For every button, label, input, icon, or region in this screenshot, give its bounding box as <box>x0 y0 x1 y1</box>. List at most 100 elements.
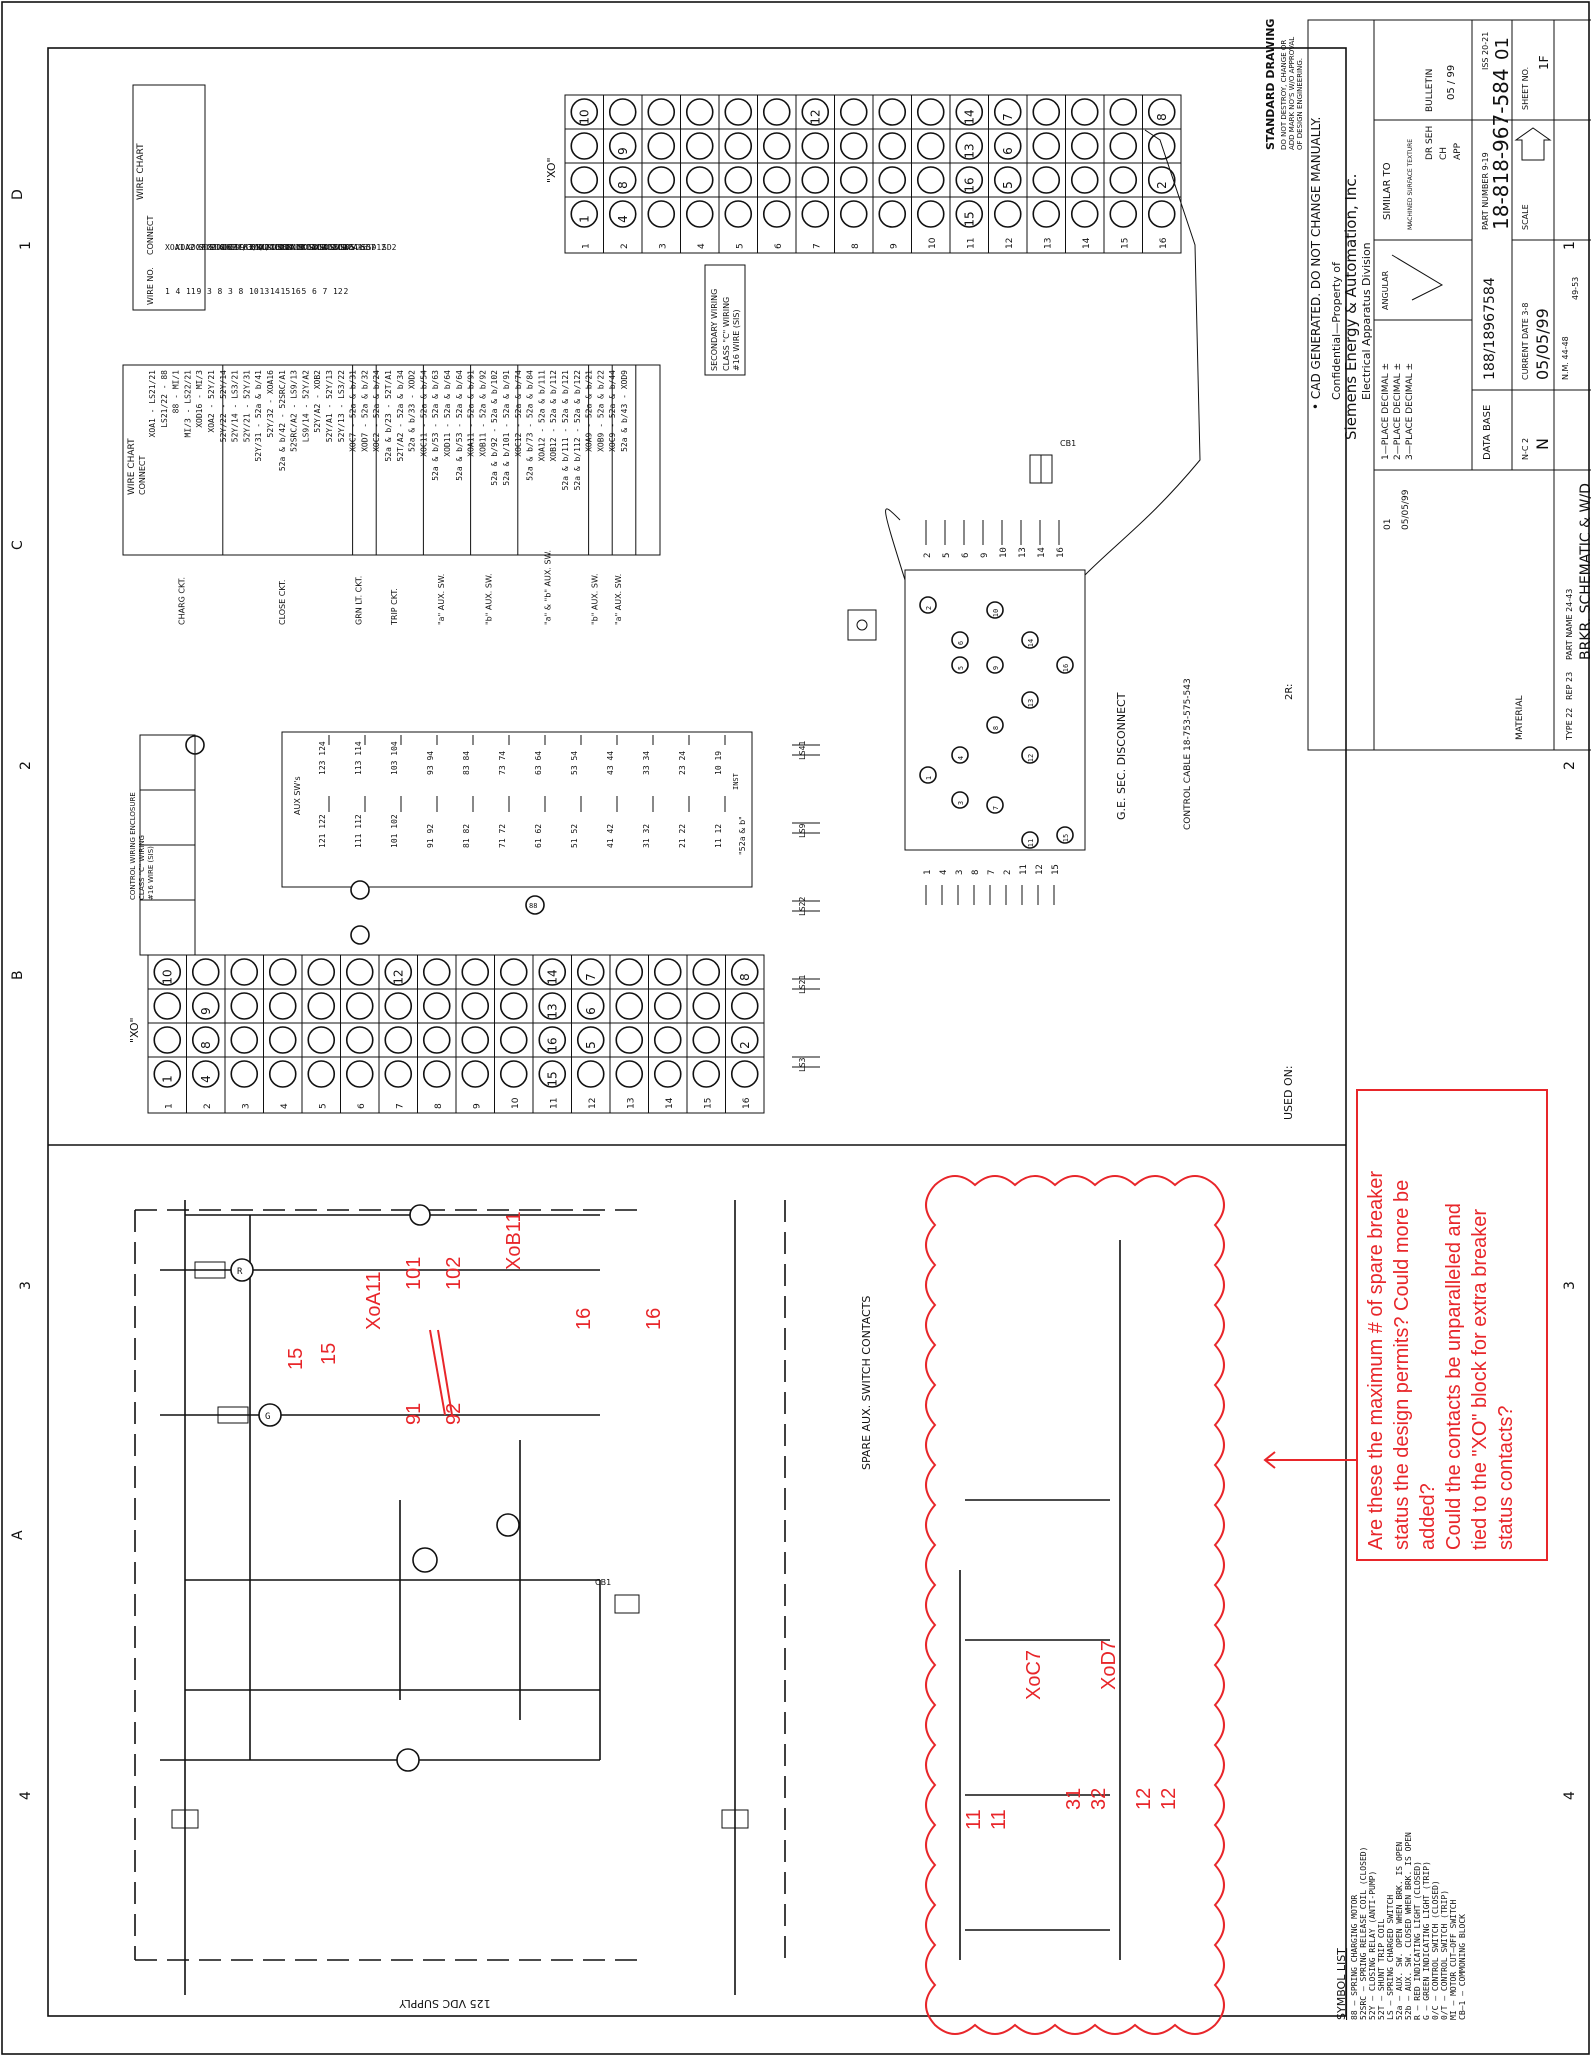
motor-88-schematic-icon <box>396 1748 420 1772</box>
disconnect-wire-right: 5 <box>942 553 952 558</box>
secondary-wiring-line-1: CLASS "C" WIRING <box>722 297 731 371</box>
aux-contact-pair: 53 54 <box>570 751 579 775</box>
xo-terminal <box>191 1060 220 1088</box>
xo-row-number: 14 <box>1082 237 1092 249</box>
xo-row-number: 3 <box>658 243 668 249</box>
disconnect-pin-number: 11 <box>1027 839 1035 847</box>
xo-terminal <box>653 1060 682 1088</box>
xo-row-number: 8 <box>434 1103 444 1109</box>
wire-chart-1-wire: 3 <box>207 287 212 296</box>
wire-chart-2-row: 52a & b/43 - XOD9 <box>620 370 629 452</box>
xo-label: "XO" <box>545 157 558 183</box>
xo-terminal <box>461 1026 490 1054</box>
used-on-label: USED ON: <box>1282 1065 1295 1120</box>
limit-switch-label: LS3 <box>798 1057 807 1072</box>
xo-label: "XO" <box>128 1017 141 1043</box>
xo-terminal <box>878 166 907 194</box>
xo-terminal <box>685 98 714 126</box>
xo-terminal <box>692 992 721 1020</box>
xo-terminal <box>307 992 336 1020</box>
wire-chart-2-group-label: "a" AUX. SW. <box>437 574 446 625</box>
xo-terminal <box>724 166 753 194</box>
svg-text:88: 88 <box>529 902 537 910</box>
disconnect-wire-left: 7 <box>987 870 997 875</box>
xo-terminal <box>461 958 490 986</box>
xo-terminal <box>762 132 791 160</box>
border-number: 3 <box>1562 1281 1578 1290</box>
cad-note: • CAD GENERATED. DO NOT CHANGE MANUALLY. <box>1309 117 1323 410</box>
svg-text:CB1: CB1 <box>595 1578 611 1587</box>
cwe-line-1: CONTROL WIRING ENCLOSURE <box>129 792 137 900</box>
markup-label: 15 <box>318 1343 340 1365</box>
xo-terminal-number: 5 <box>1001 181 1015 189</box>
disconnect-pin-number: 16 <box>1062 664 1070 672</box>
border-number: 4 <box>1562 1791 1578 1800</box>
wire-chart-1-header-b: CONNECT <box>146 216 155 255</box>
xo-terminal <box>692 1060 721 1088</box>
wire-chart-1-wire: 11 <box>186 287 196 296</box>
markup-label: XoC7 <box>1023 1650 1045 1700</box>
xo-terminal-number: 16 <box>962 177 976 192</box>
xo-terminal <box>608 200 637 228</box>
xo-terminal <box>916 132 945 160</box>
wire-chart-2-row: MI/3 - LS22/21 <box>183 370 192 438</box>
material-label: MATERIAL <box>1515 696 1525 741</box>
wire-chart-1-connect: XOA1 - SD1 <box>165 243 213 252</box>
disconnect-pin-number: 6 <box>957 641 965 645</box>
wire-chart-2-row: 52SRC/A2 - LS9/13 <box>290 370 299 452</box>
xo-terminal <box>730 992 759 1020</box>
symbol-list-item: 52a — AUX. SW. OPEN WHEN BRK. IS OPEN <box>1395 1842 1404 2020</box>
wire-chart-2-group-label: TRIP CKT. <box>390 588 399 626</box>
symbol-list-item: LS — SPRING CHARGED SWITCH <box>1386 1895 1395 2020</box>
wire-chart-1-wire: 4 <box>176 287 181 296</box>
xo-terminal-number: 14 <box>962 109 976 124</box>
markup-label: 11 <box>963 1809 985 1830</box>
disconnect-wire-left: 11 <box>1019 864 1029 875</box>
tolerance-3: 3—PLACE DECIMAL ± <box>1405 363 1415 460</box>
wire-chart-1-wire: 10 <box>249 287 259 296</box>
xo-terminal <box>307 1026 336 1054</box>
wire-chart-1-connect: XOD2 - SD10 <box>249 243 302 252</box>
xo-row-number: 3 <box>241 1103 251 1109</box>
xo-terminal-number: 6 <box>584 1007 598 1015</box>
coil-52srcx-icon <box>350 925 370 945</box>
xo-terminal-number: 5 <box>584 1041 598 1049</box>
wire-chart-2-row: XOB11 - 52a & b/92 <box>478 370 487 457</box>
wire-chart-2-row: XOA12 - 52a & b/111 <box>537 370 546 462</box>
xo-terminal <box>1032 98 1061 126</box>
xo-terminal <box>955 166 984 194</box>
xo-row-number: 4 <box>697 243 707 249</box>
limit-switch-label: LS21 <box>798 975 807 994</box>
border-letter: B <box>10 970 26 980</box>
cable-to-xo <box>1084 129 1201 576</box>
xo-terminal <box>345 958 374 986</box>
aux-contact-pair: 93 94 <box>426 751 435 775</box>
xo-terminal <box>762 166 791 194</box>
mi-switch <box>847 609 877 641</box>
bulletin-date: 05 / 99 <box>1446 65 1457 100</box>
disconnect-pin <box>919 766 937 784</box>
xo-row-number: 13 <box>626 1098 636 1109</box>
xo-row-number: 13 <box>1043 238 1053 249</box>
wire-chart-1-connect: XOB2 - CB1/1 <box>218 243 276 252</box>
xo-terminal <box>268 992 297 1020</box>
wire-chart-2-row: 52a & b/92 - 52a & b/102 <box>490 370 499 486</box>
wire-chart-2-row: 52a & b/101 - 52a & b/91 <box>502 370 511 486</box>
disconnect-pin <box>1021 746 1039 764</box>
disconnect-wire-right: 6 <box>961 553 971 558</box>
disconnect-pin <box>986 656 1004 674</box>
data-base-value: 188/18967584 <box>1482 277 1498 380</box>
wire-chart-2-row: 52Y/14 - LS3/21 <box>231 370 240 442</box>
xo-terminal <box>692 1026 721 1054</box>
symbol-list-item: 88 — SPRING CHARGING MOTOR <box>1350 1895 1359 2020</box>
xo-terminal <box>538 1060 567 1088</box>
symbol-list-title: SYMBOL LIST <box>1335 1948 1348 2020</box>
type-label: TYPE 22 <box>1565 708 1574 741</box>
coil-52t-icon <box>350 880 370 900</box>
xo-terminal <box>461 992 490 1020</box>
limit-switch-label: LS22 <box>798 897 807 916</box>
part-name: BRKR. SCHEMATIC & W/D <box>1578 483 1591 660</box>
wire-chart-2-row: 52a & b/73 - 52a & b/84 <box>526 370 535 481</box>
disconnect-pin <box>1056 826 1074 844</box>
